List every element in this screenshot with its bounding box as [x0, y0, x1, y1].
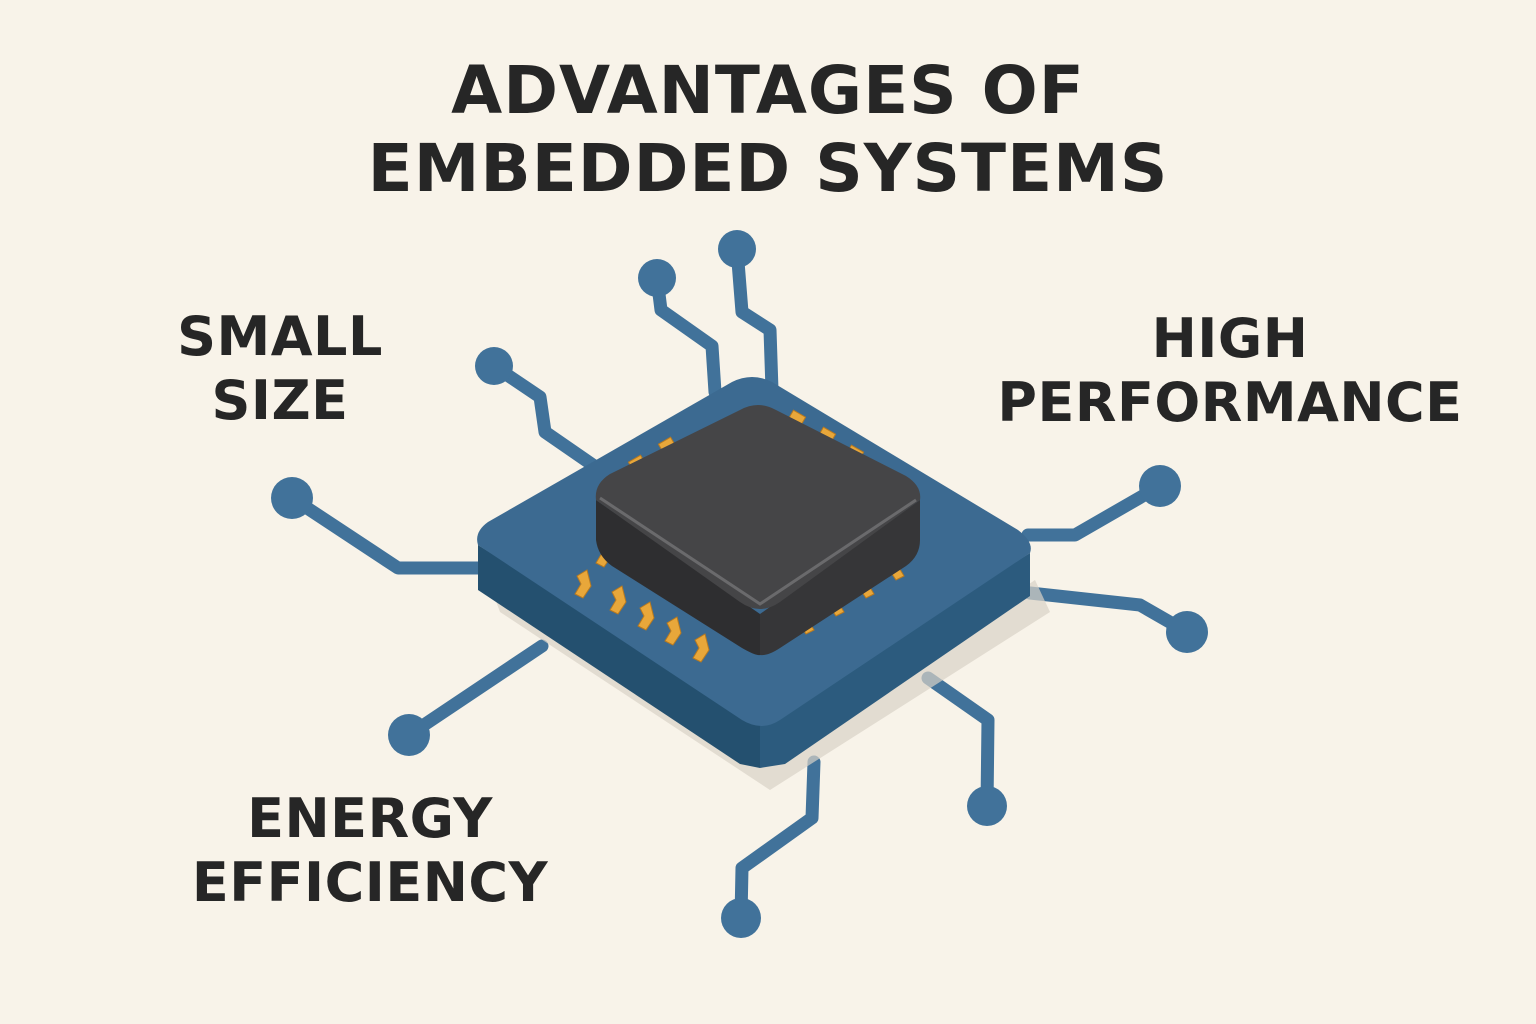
trace-lower-right [1023, 586, 1194, 639]
title-line-2: EMBEDDED SYSTEMS [367, 130, 1169, 207]
chip-top-highlight [599, 496, 917, 606]
chip-left-side [596, 500, 760, 656]
label-small-size-line-1: SMALL [177, 305, 383, 368]
label-high-performance: HIGH PERFORMANCE [980, 307, 1480, 435]
trace-bottom-right [921, 671, 995, 813]
label-high-performance-line-2: PERFORMANCE [997, 371, 1463, 434]
trace-bottom [734, 755, 821, 925]
trace-top-left [650, 271, 722, 399]
trace-pad [1166, 611, 1208, 653]
trace-pad [271, 477, 313, 519]
chip-pin [574, 569, 592, 599]
label-small-size: SMALL SIZE [150, 305, 410, 433]
trace-pad [721, 898, 761, 938]
chip-pin [637, 601, 655, 631]
label-high-performance-line-1: HIGH [1151, 307, 1309, 370]
chip-top [595, 405, 921, 609]
label-energy-efficiency-line-2: EFFICIENCY [191, 851, 549, 914]
trace-upper-left [487, 359, 607, 477]
chip-pin [664, 616, 682, 646]
chip-pin [692, 633, 710, 663]
trace-pad [718, 230, 756, 268]
label-small-size-line-2: SIZE [211, 369, 349, 432]
trace-pad [475, 347, 513, 385]
trace-left [285, 491, 485, 575]
trace-right [1021, 479, 1167, 542]
trace-pad [638, 259, 676, 297]
chip-pin [609, 585, 627, 615]
processor-chip [595, 405, 921, 656]
trace-pads [271, 230, 1208, 938]
trace-pad [967, 786, 1007, 826]
label-energy-efficiency-line-1: ENERGY [247, 787, 493, 850]
trace-top-center [730, 242, 779, 397]
chip-right-side [760, 500, 920, 656]
board-left-side [478, 545, 760, 768]
label-energy-efficiency: ENERGY EFFICIENCY [160, 787, 580, 915]
page-title: ADVANTAGES OF EMBEDDED SYSTEMS [0, 52, 1536, 208]
trace-pad [388, 714, 430, 756]
trace-pad [1139, 465, 1181, 507]
title-line-1: ADVANTAGES OF [451, 52, 1085, 129]
trace-lower-left [402, 639, 549, 742]
board-right-side [760, 553, 1030, 768]
